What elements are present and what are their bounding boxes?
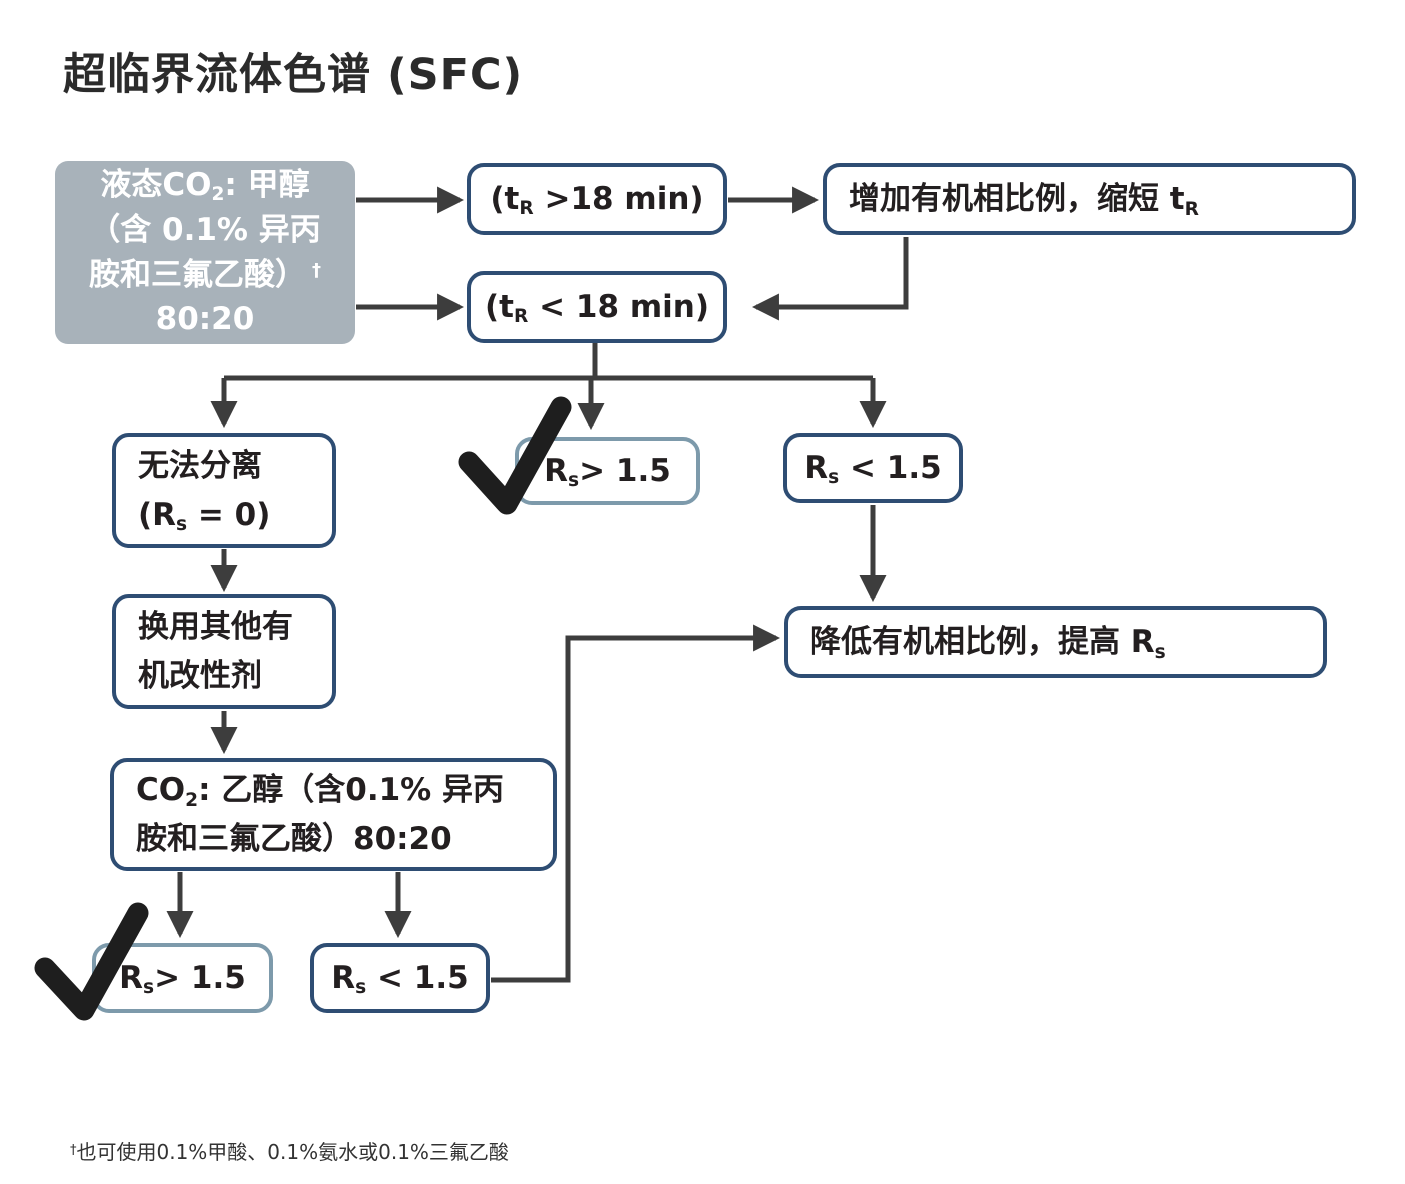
co2-ethanol-line2: 胺和三氟乙酸）80:20 xyxy=(136,820,452,857)
page-title: 超临界流体色谱 (SFC) xyxy=(63,50,524,100)
no-separation-line1: 无法分离 xyxy=(138,448,262,485)
rs-lt15-bottom-post: < 1.5 xyxy=(366,959,469,996)
node-tr-lt-18: (tR < 18 min) xyxy=(467,271,727,343)
start-line1-sub: 2 xyxy=(211,184,225,206)
start-line1-post: : 甲醇 xyxy=(224,166,310,203)
start-line3: 胺和三氟乙酸） † xyxy=(89,253,321,298)
rs-lt15-bottom-sub: s xyxy=(355,977,367,999)
rs-gt15-mid-text: Rs> 1.5 xyxy=(544,448,671,495)
node-increase-organic: 增加有机相比例，缩短 tR xyxy=(823,163,1356,235)
reduce-organic-sub: s xyxy=(1154,641,1166,663)
node-rs-gt-1-5-bottom: Rs> 1.5 xyxy=(92,943,273,1013)
branch-line-trlt18 xyxy=(224,343,873,381)
footnote: †也可使用0.1%甲酸、0.1%氨水或0.1%三氟乙酸 xyxy=(70,1136,509,1165)
tr-gt18-post: >18 min) xyxy=(533,180,704,217)
rs-gt15-bottom-text: Rs> 1.5 xyxy=(119,955,246,1002)
start-line4: 80:20 xyxy=(155,301,255,338)
node-no-separation: 无法分离 (Rs = 0) xyxy=(112,433,336,548)
tr-gt18-sub: R xyxy=(519,198,534,220)
reduce-organic-text: 降低有机相比例，提高 Rs xyxy=(810,618,1166,666)
footnote-dagger: † xyxy=(70,1142,77,1158)
rs-gt15-mid-post: > 1.5 xyxy=(579,452,671,489)
rs-lt15-right-text: Rs < 1.5 xyxy=(804,445,941,492)
tr-lt18-sub: R xyxy=(514,306,529,328)
dagger-mark: † xyxy=(312,260,321,282)
no-separation-text: 无法分离 (Rs = 0) xyxy=(138,442,270,538)
start-line3-text: 胺和三氟乙酸） xyxy=(89,256,306,293)
increase-organic-text: 增加有机相比例，缩短 tR xyxy=(849,175,1199,223)
node-rs-lt-1-5-bottom: Rs < 1.5 xyxy=(310,943,490,1013)
node-rs-gt-1-5-mid: Rs> 1.5 xyxy=(515,437,700,505)
node-reduce-organic: 降低有机相比例，提高 Rs xyxy=(784,606,1327,678)
increase-organic-sub: R xyxy=(1184,198,1199,220)
rs-lt15-right-sub: s xyxy=(828,467,840,489)
node-tr-gt-18: (tR >18 min) xyxy=(467,163,727,235)
co2-ethanol-line1-sub: 2 xyxy=(185,790,199,812)
change-modifier-line1: 换用其他有 xyxy=(138,609,293,646)
start-line1-pre: 液态CO xyxy=(100,166,212,203)
no-separation-line2: (Rs = 0) xyxy=(138,491,270,539)
node-start-text: 液态CO2: 甲醇 （含 0.1% 异丙 胺和三氟乙酸） † 80:20 xyxy=(89,163,321,343)
rs-gt15-mid-pre: R xyxy=(544,452,569,489)
start-line2: （含 0.1% 异丙 xyxy=(89,211,321,248)
no-separation-line2-post: = 0) xyxy=(187,496,271,533)
rs-lt15-bottom-pre: R xyxy=(331,959,356,996)
rs-gt15-mid-sub: s xyxy=(568,470,580,492)
tr-gt18-pre: (t xyxy=(490,180,520,217)
no-separation-line2-sub: s xyxy=(176,514,188,536)
reduce-organic-pre: 降低有机相比例，提高 R xyxy=(810,623,1155,660)
node-rs-lt-1-5-right: Rs < 1.5 xyxy=(783,433,963,503)
tr-lt18-pre: (t xyxy=(485,288,514,325)
co2-ethanol-line1-post: : 乙醇（含0.1% 异丙 xyxy=(198,772,505,809)
node-change-modifier: 换用其他有 机改性剂 xyxy=(112,594,336,709)
node-start-mobile-phase: 液态CO2: 甲醇 （含 0.1% 异丙 胺和三氟乙酸） † 80:20 xyxy=(55,161,355,344)
change-modifier-text: 换用其他有 机改性剂 xyxy=(138,603,293,699)
no-separation-line2-pre: (R xyxy=(138,496,177,533)
rs-gt15-bottom-post: > 1.5 xyxy=(154,959,246,996)
change-modifier-line2: 机改性剂 xyxy=(138,657,262,694)
co2-ethanol-line1-pre: CO xyxy=(136,772,186,809)
tr-lt18-text: (tR < 18 min) xyxy=(485,284,709,331)
rs-gt15-bottom-sub: s xyxy=(143,977,155,999)
rs-lt15-bottom-text: Rs < 1.5 xyxy=(331,955,468,1002)
tr-gt18-text: (tR >18 min) xyxy=(490,176,703,223)
start-line1: 液态CO2: 甲醇 xyxy=(89,163,321,208)
node-co2-ethanol: CO2: 乙醇（含0.1% 异丙 胺和三氟乙酸）80:20 xyxy=(110,758,557,871)
co2-ethanol-line1: CO2: 乙醇（含0.1% 异丙 xyxy=(136,766,504,814)
footnote-text: 也可使用0.1%甲酸、0.1%氨水或0.1%三氟乙酸 xyxy=(76,1140,509,1164)
rs-lt15-right-post: < 1.5 xyxy=(839,449,942,486)
increase-organic-pre: 增加有机相比例，缩短 t xyxy=(849,180,1185,217)
rs-gt15-bottom-pre: R xyxy=(119,959,144,996)
co2-ethanol-text: CO2: 乙醇（含0.1% 异丙 胺和三氟乙酸）80:20 xyxy=(136,766,504,862)
arrow-increase-to-trlt18 xyxy=(751,237,909,321)
rs-lt15-right-pre: R xyxy=(804,449,829,486)
tr-lt18-post: < 18 min) xyxy=(528,288,709,325)
